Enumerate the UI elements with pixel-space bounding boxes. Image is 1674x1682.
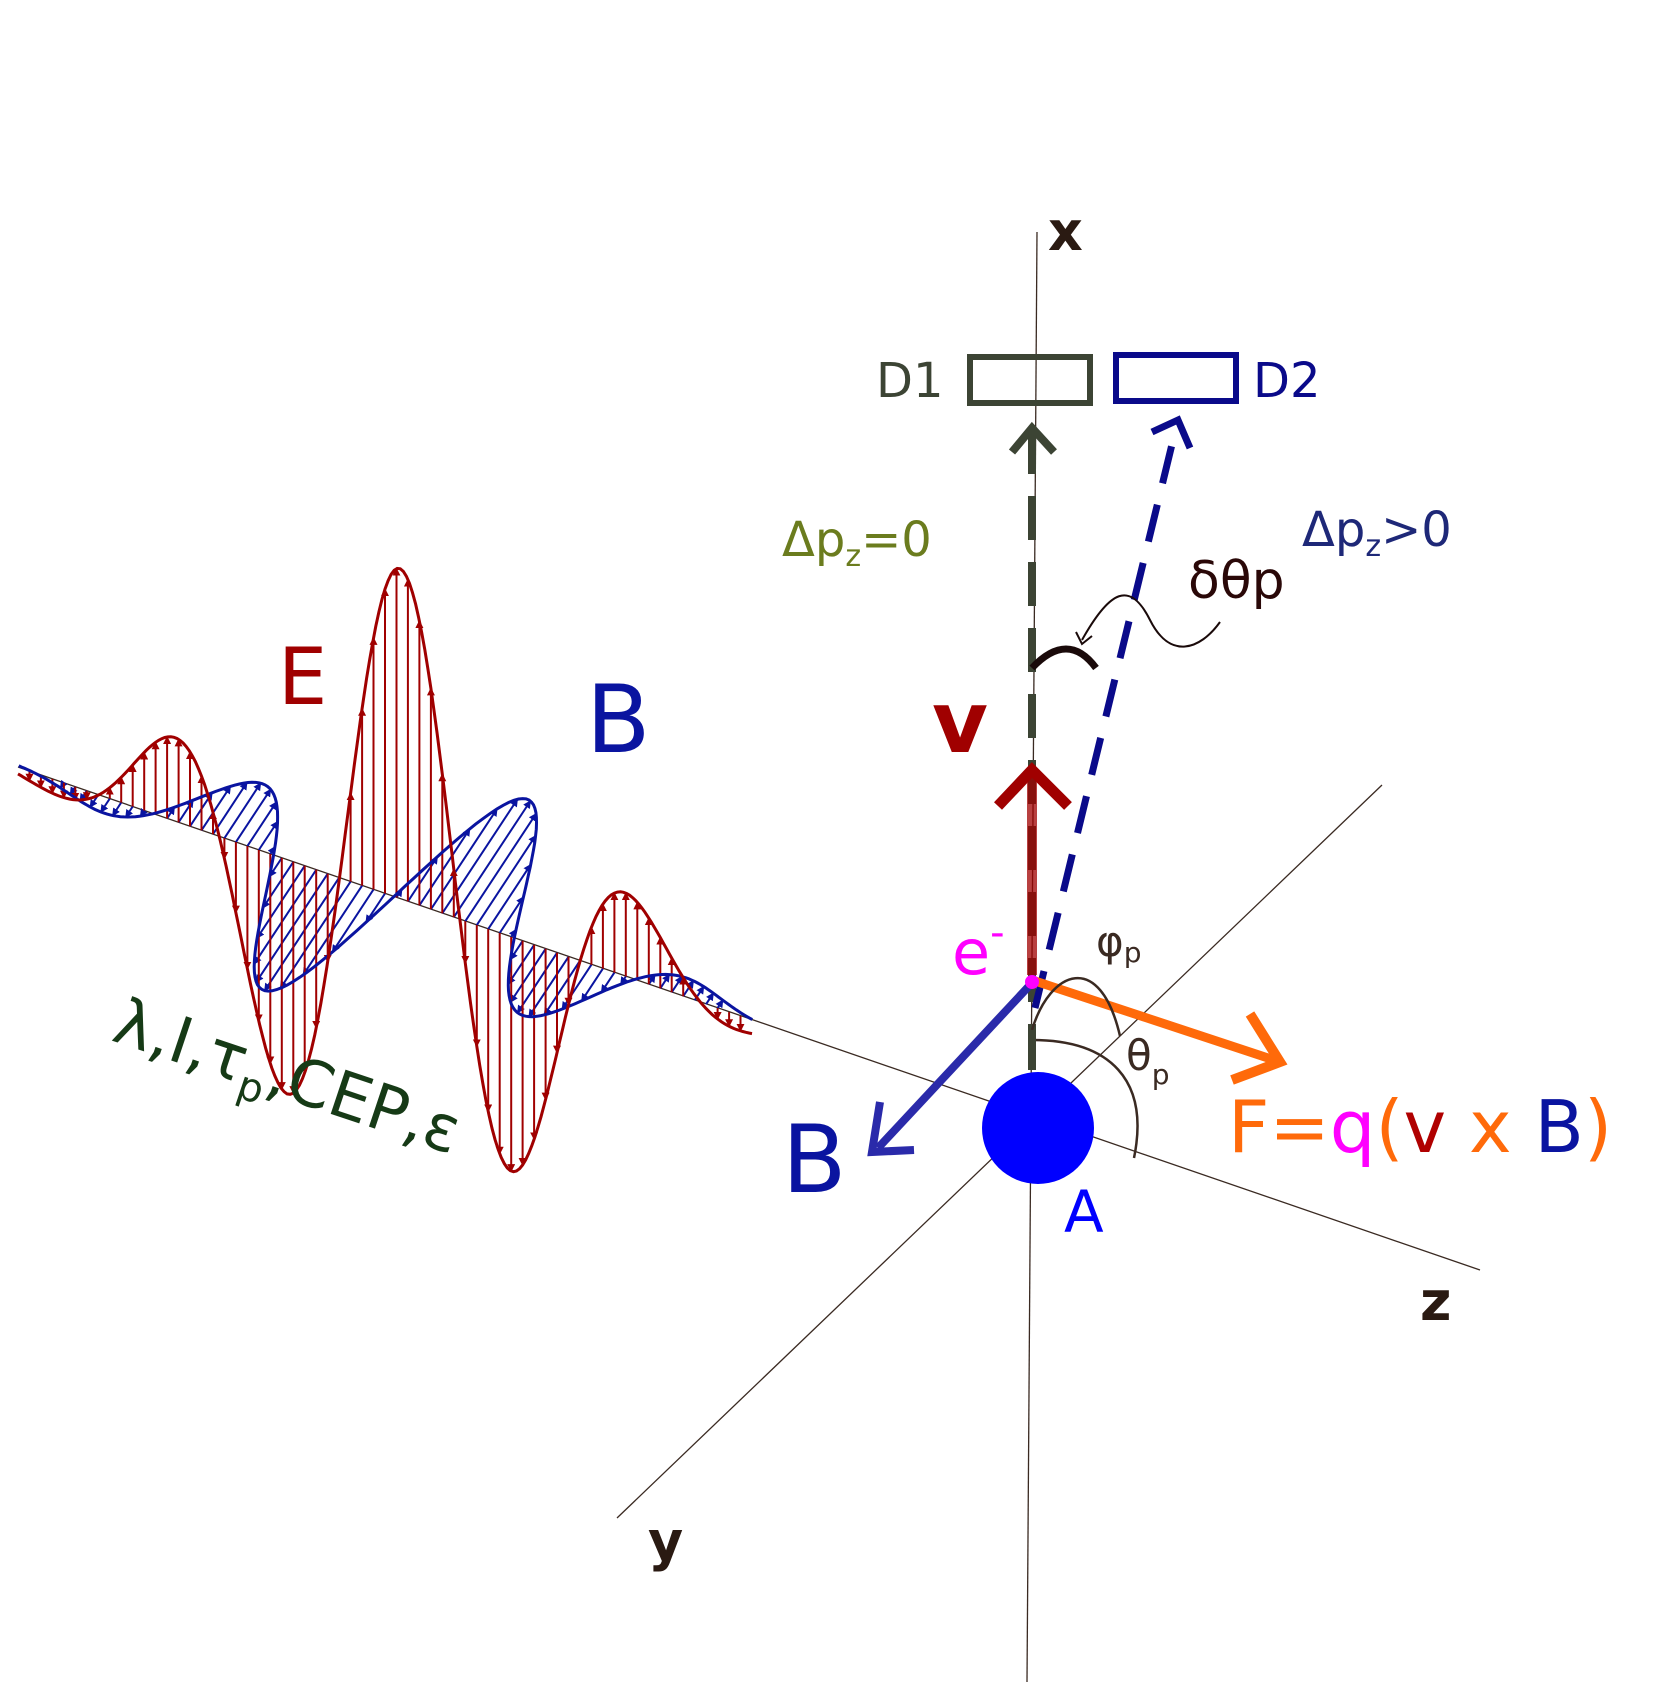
b-field-arrow [498, 896, 525, 934]
b-field-arrow [257, 820, 279, 851]
b-field-arrow [509, 940, 524, 961]
b-field-arrow [124, 805, 134, 818]
detector-d2-label: D2 [1253, 353, 1321, 409]
trajectory-d2-arrowhead [1150, 415, 1194, 450]
b-field-arrow [111, 802, 123, 817]
x-axis-label: x [1048, 200, 1083, 263]
delta-theta-pointer [1081, 594, 1221, 648]
b-field-arrow [509, 948, 547, 1003]
wave-b-label: B [586, 666, 651, 775]
b-field-arrow [715, 999, 724, 1009]
force-vector-shaft [1030, 975, 1276, 1065]
detector-d2 [1113, 352, 1239, 404]
phi-label: φp [1096, 917, 1142, 969]
b-vector-head [867, 1101, 915, 1157]
b-field-arrow [682, 979, 695, 997]
b-field-arrow [580, 968, 604, 1002]
b-field-arrow [659, 973, 671, 989]
b-field-arrow [246, 801, 278, 847]
b-field-arrow [670, 975, 683, 993]
b-field-arrow [418, 827, 471, 906]
y-axis-label: y [648, 1510, 683, 1573]
wave-b-field-envelope [18, 764, 754, 1021]
wave-e-field-envelope [17, 566, 753, 1174]
theta-label: θp [1126, 1031, 1169, 1091]
dpz-zero-label: Δpz=0 [782, 512, 932, 574]
b-field-arrow [475, 834, 537, 926]
b-vector-label: B [782, 1106, 847, 1215]
z-axis-label: z [1420, 1270, 1451, 1333]
b-field-arrow [528, 956, 570, 1018]
laser-parameters-label: λ,I,τp,CEP,ε [102, 985, 470, 1177]
b-field-arrow [100, 798, 111, 813]
b-field-arrow [430, 808, 498, 910]
b-field-arrow [441, 798, 519, 914]
b-field-arrow [600, 972, 616, 993]
velocity-vector-head [994, 762, 1072, 810]
delta-theta-arc [1029, 645, 1099, 671]
delta-theta-pointer-head [1075, 631, 1093, 646]
coordinate-axes [17, 231, 1481, 1682]
dpz-positive-label: Δpz>0 [1302, 502, 1452, 564]
b-field-arrow [464, 812, 537, 922]
b-field-arrow [487, 863, 532, 930]
b-field-arrow [262, 861, 295, 909]
atom-sphere [982, 1072, 1094, 1184]
detector-d1-label: D1 [876, 353, 944, 409]
electron-label: e- [952, 910, 1005, 989]
b-field-arrow [212, 781, 248, 835]
electron-dot [1025, 975, 1039, 989]
b-field-arrow [407, 855, 439, 902]
b-field-arrow [507, 944, 535, 985]
b-field-arrow [223, 782, 262, 839]
velocity-label: v [932, 673, 988, 773]
b-field-arrow [235, 788, 272, 843]
b-field-arrow [452, 800, 532, 918]
theta-arc [1031, 1038, 1139, 1159]
detector-d1 [967, 354, 1093, 406]
b-field-arrow [253, 869, 318, 965]
b-field-arrow [705, 992, 715, 1005]
b-field-arrow [543, 960, 581, 1016]
b-field-arrow [200, 785, 232, 831]
delta-theta-label: δθp [1188, 551, 1285, 611]
force-vector-head [1230, 1011, 1288, 1085]
b-field-arrow [331, 888, 375, 953]
atom-label: A [1064, 1178, 1104, 1246]
trajectory-d1-arrowhead [1008, 421, 1057, 455]
phi-arc [1030, 976, 1122, 1037]
force-formula: F=q(v x B) [1228, 1085, 1612, 1169]
trajectory-d2-dashed [1031, 431, 1179, 1009]
wave-e-label: E [278, 633, 327, 723]
b-vector-shaft [875, 982, 1033, 1151]
b-field-arrow [516, 952, 558, 1014]
